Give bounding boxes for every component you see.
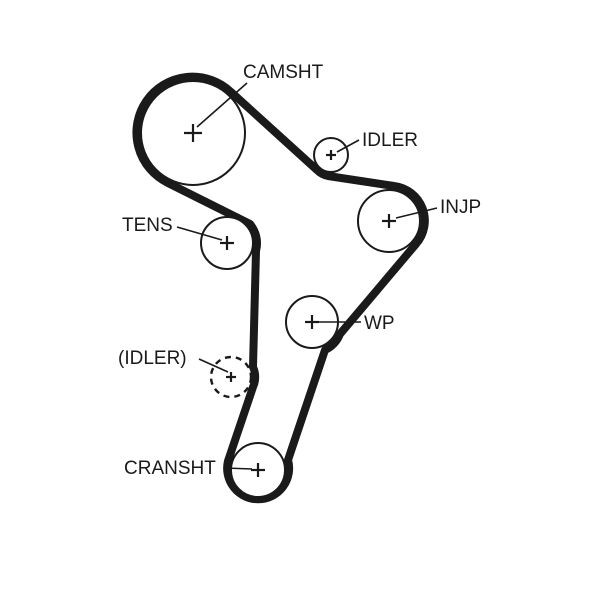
label-cransht: CRANSHT xyxy=(124,458,216,479)
pulley-tens: TENS xyxy=(122,215,254,270)
leader-camsht xyxy=(196,82,248,128)
leader-idler xyxy=(336,139,360,153)
label-idler-optional: (IDLER) xyxy=(118,348,187,369)
label-injp: INJP xyxy=(440,197,481,218)
label-tens: TENS xyxy=(122,215,173,236)
pulley-injp: INJP xyxy=(357,189,481,253)
pulley-idler: IDLER xyxy=(313,130,418,173)
pulley-camsht: CAMSHT xyxy=(140,62,324,186)
leader-cransht xyxy=(224,467,253,470)
pulley-cransht: CRANSHT xyxy=(124,442,286,498)
label-camsht: CAMSHT xyxy=(243,62,324,83)
leader-injp xyxy=(395,207,438,219)
label-idler: IDLER xyxy=(362,130,418,151)
leader-idler-optional xyxy=(198,358,229,373)
pulley-wp: WP xyxy=(285,295,395,349)
timing-belt-path xyxy=(132,72,429,504)
leader-tens xyxy=(176,226,223,241)
pulley-idler-optional: (IDLER) xyxy=(118,348,253,399)
label-wp: WP xyxy=(364,313,395,334)
